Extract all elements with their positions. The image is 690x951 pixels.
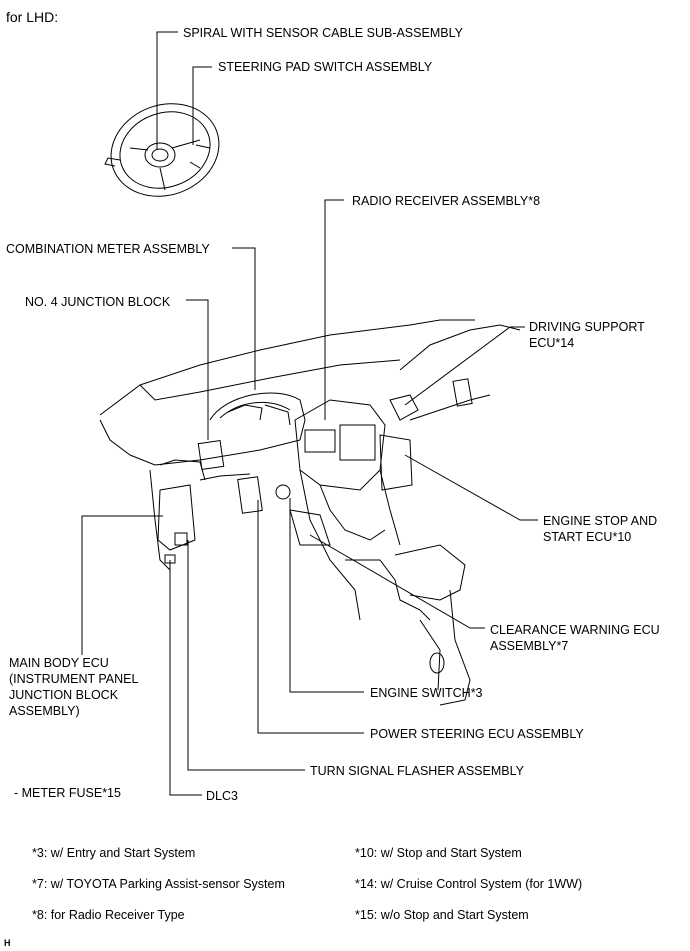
label-spiral-sensor-cable: SPIRAL WITH SENSOR CABLE SUB-ASSEMBLY [183, 26, 463, 40]
footnote-10: *10: w/ Stop and Start System [355, 846, 522, 860]
footnote-14: *14: w/ Cruise Control System (for 1WW) [355, 877, 583, 891]
dashboard-illustration [99, 319, 521, 706]
label-engine-stop-start-ecu: ENGINE STOP AND START ECU*10 [543, 514, 658, 544]
label-driving-support-ecu: DRIVING SUPPORT ECU*14 [529, 320, 645, 350]
leader-lines [81, 31, 538, 796]
components-illustration [157, 394, 419, 564]
footnote-15: *15: w/o Stop and Start System [355, 908, 529, 922]
footnote-3: *3: w/ Entry and Start System [32, 846, 196, 860]
page-header: for LHD: [6, 9, 59, 25]
label-junction-block-4: NO. 4 JUNCTION BLOCK [25, 295, 171, 309]
label-power-steering-ecu: POWER STEERING ECU ASSEMBLY [370, 727, 584, 741]
footnote-7: *7: w/ TOYOTA Parking Assist-sensor Syst… [32, 877, 285, 891]
label-main-body-ecu: MAIN BODY ECU (INSTRUMENT PANEL JUNCTION… [9, 656, 139, 718]
label-turn-signal-flasher: TURN SIGNAL FLASHER ASSEMBLY [310, 764, 524, 778]
label-clearance-warning-ecu: CLEARANCE WARNING ECU ASSEMBLY*7 [490, 623, 660, 653]
label-radio-receiver: RADIO RECEIVER ASSEMBLY*8 [352, 194, 541, 208]
label-combination-meter: COMBINATION METER ASSEMBLY [6, 242, 210, 256]
label-engine-switch: ENGINE SWITCH*3 [370, 686, 483, 700]
steering-wheel-illustration [104, 103, 220, 197]
label-dlc3: DLC3 [206, 789, 238, 803]
label-meter-fuse: - METER FUSE*15 [14, 786, 121, 800]
corner-mark: H [4, 938, 11, 948]
label-steering-pad-switch: STEERING PAD SWITCH ASSEMBLY [218, 60, 433, 74]
footnote-8: *8: for Radio Receiver Type [32, 908, 185, 922]
